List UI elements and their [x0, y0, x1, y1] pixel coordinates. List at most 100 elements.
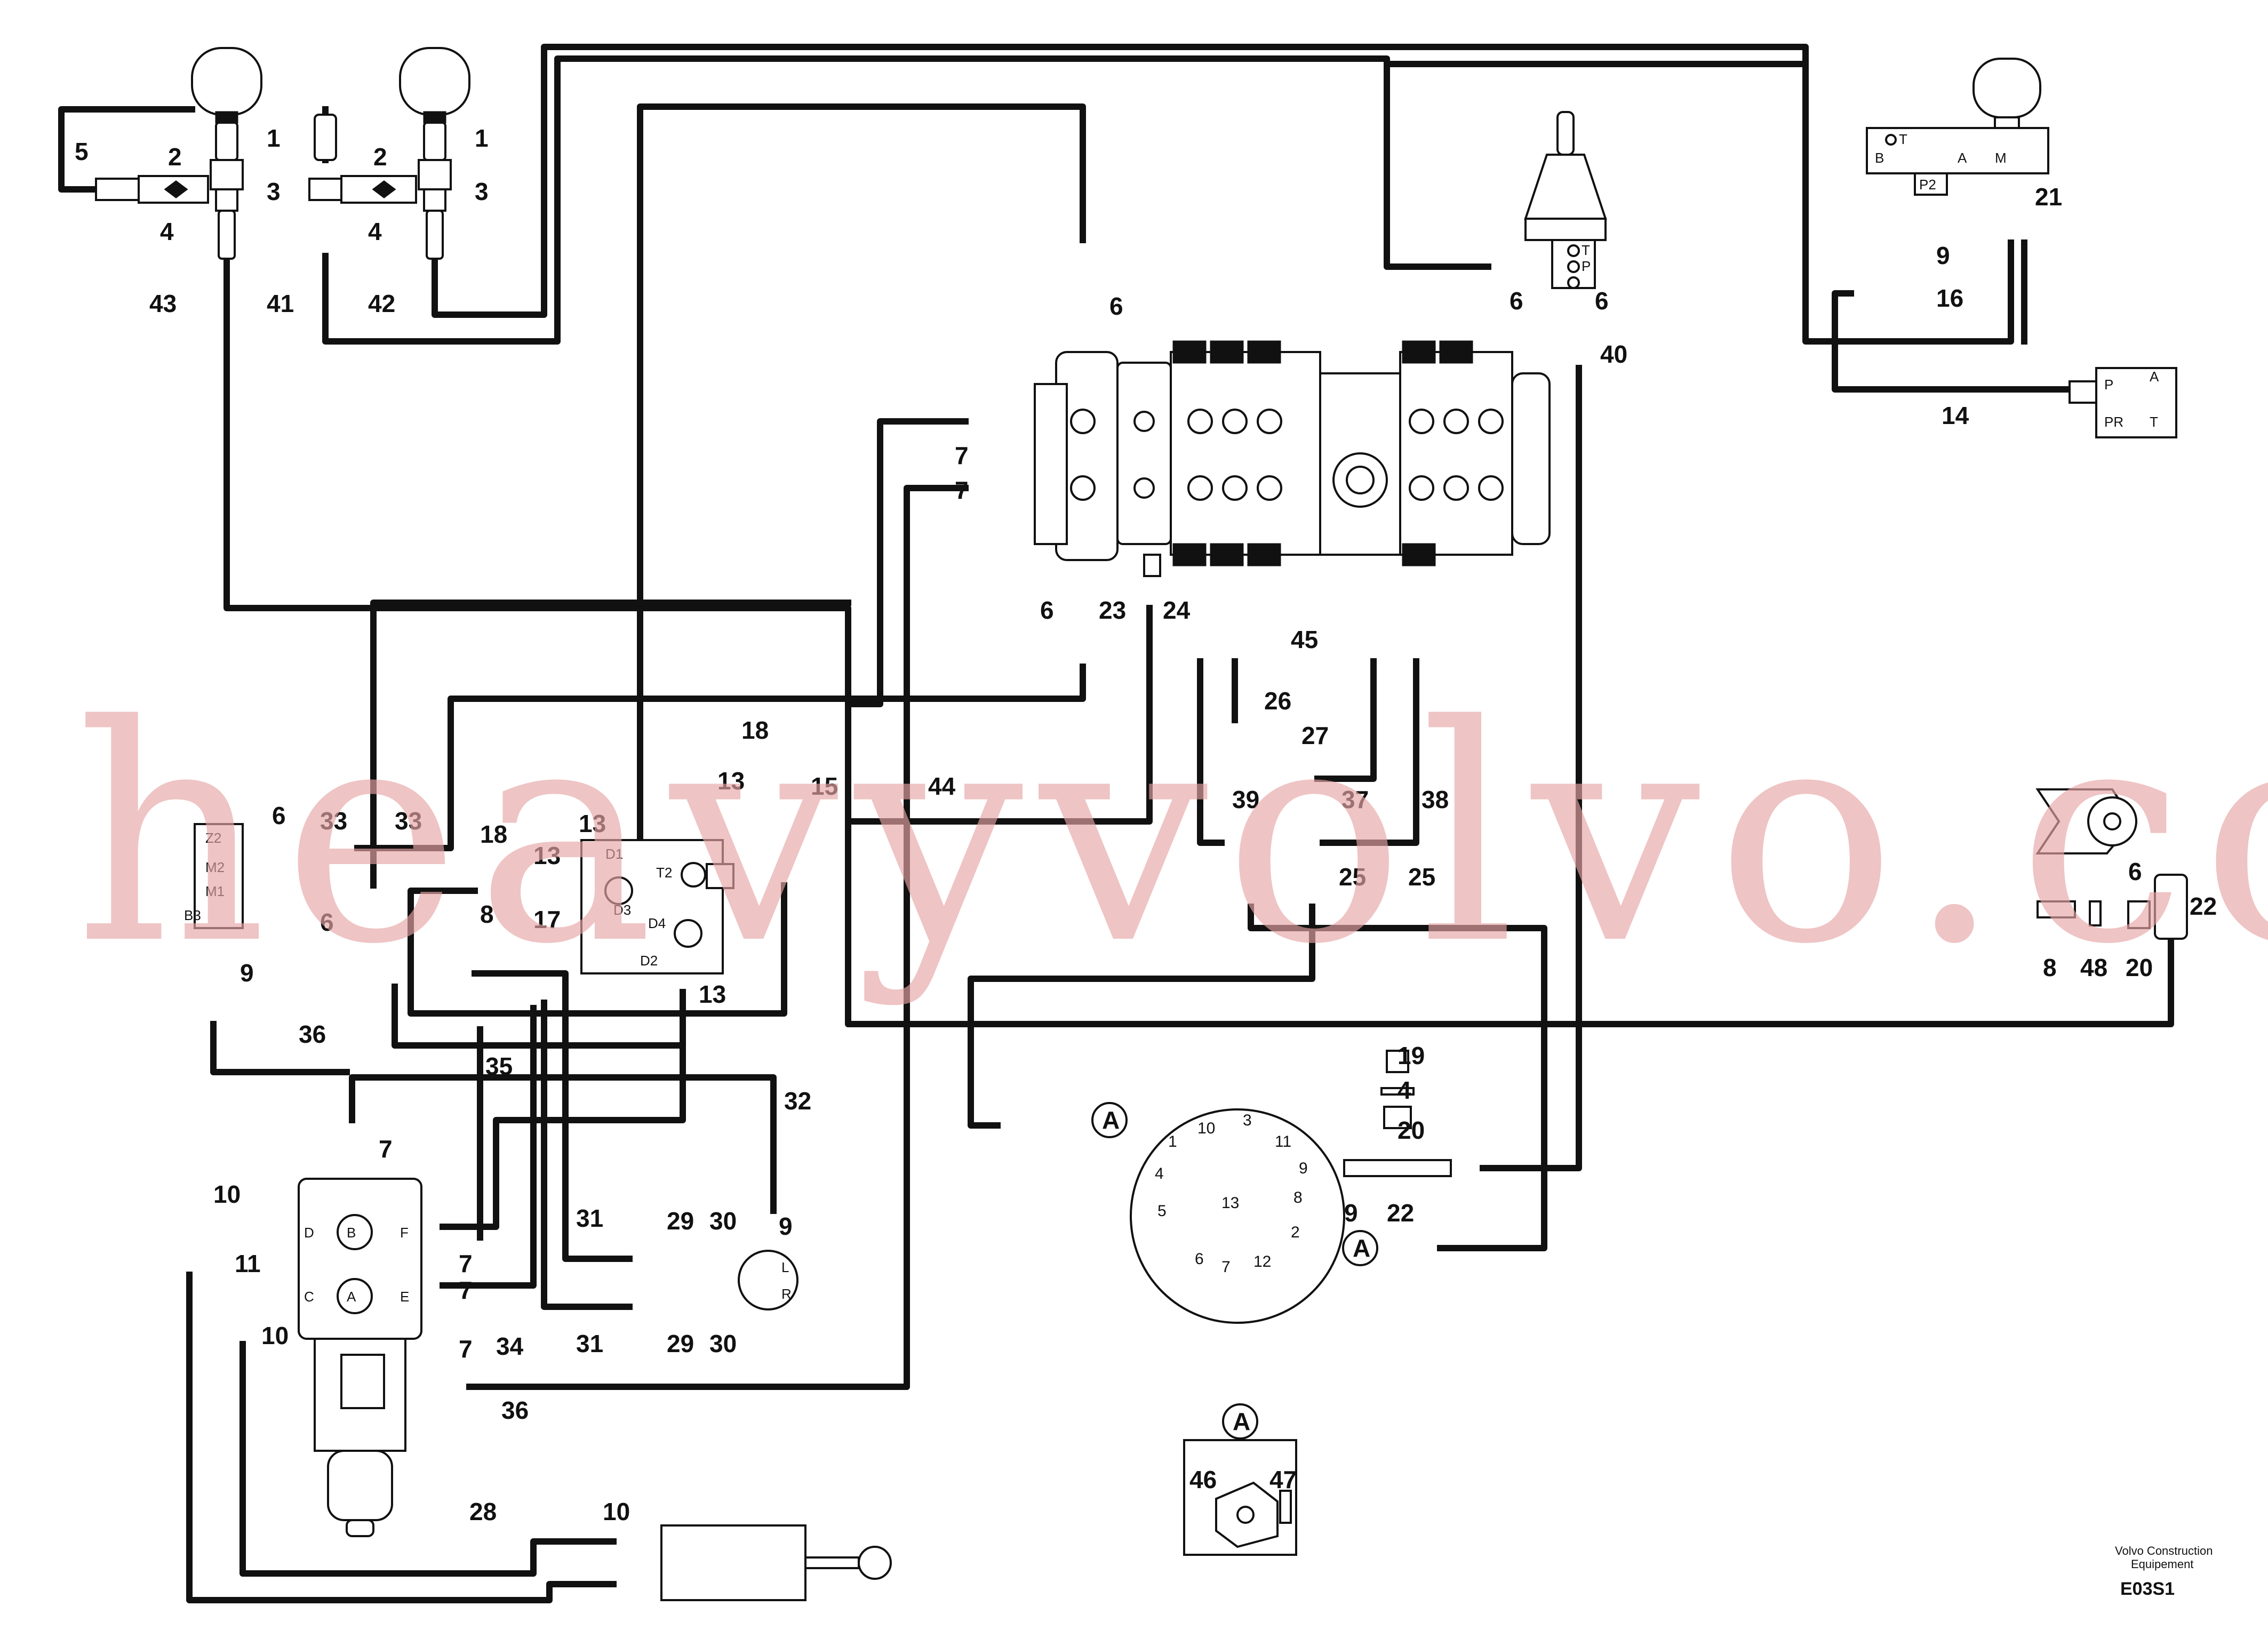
- port-pump-pr: PR: [2104, 414, 2123, 430]
- callout-33a: 33: [320, 807, 347, 835]
- rj-port-4: 4: [1155, 1165, 1164, 1182]
- callout-5: 5: [75, 138, 89, 165]
- rj-port-10: 10: [1197, 1120, 1215, 1137]
- callout-47: 47: [1269, 1466, 1297, 1493]
- callout-7b: 7: [955, 476, 969, 504]
- callout-3: 3: [267, 178, 281, 205]
- rj-port-7: 7: [1221, 1258, 1231, 1276]
- callout-2: 2: [168, 143, 182, 171]
- control-valve-bank: [1034, 340, 1551, 577]
- callout-38: 38: [1422, 786, 1449, 813]
- callouts: 1 2 3 4 5 1 2 3 4 43 41 42 6 7 7 6 23 24…: [75, 124, 2217, 1525]
- check-valve-left: [95, 175, 209, 204]
- rotary-joint: [1130, 1108, 1345, 1324]
- callout-21: 21: [2035, 183, 2062, 211]
- callout-29a: 29: [667, 1207, 694, 1235]
- port-f: F: [400, 1225, 409, 1241]
- port-brake-t: T: [1899, 131, 1907, 147]
- connection-point-a-bottom-label: A: [1353, 1234, 1370, 1262]
- connection-point-a-detail-label: A: [1233, 1408, 1250, 1435]
- callout-7a: 7: [955, 442, 969, 469]
- callout-44: 44: [928, 772, 956, 800]
- callout-7f: 7: [459, 1335, 473, 1363]
- callout-1: 1: [267, 124, 281, 152]
- travel-motor-connector: [2035, 788, 2137, 854]
- callout-6a: 6: [1109, 292, 1123, 320]
- rj-port-13: 13: [1221, 1194, 1239, 1212]
- callout-34: 34: [496, 1332, 524, 1360]
- callout-48: 48: [2080, 954, 2107, 981]
- callout-35: 35: [485, 1052, 513, 1080]
- callout-6f: 6: [320, 908, 334, 936]
- footer-brand-line1: Volvo Construction: [2115, 1544, 2213, 1557]
- port-d1: D1: [605, 846, 623, 862]
- callout-16: 16: [1936, 284, 1963, 312]
- pump-block: [2069, 367, 2177, 438]
- callout-9c: 9: [779, 1212, 793, 1240]
- port-b: B: [347, 1225, 356, 1241]
- callout-46: 46: [1189, 1466, 1217, 1493]
- port-brake-m: M: [1995, 150, 2007, 166]
- connection-point-a-top-label: A: [1102, 1106, 1120, 1134]
- callout-36b: 36: [501, 1396, 529, 1424]
- callout-6e: 6: [272, 802, 286, 829]
- connection-point-a-top: [1091, 1102, 1128, 1138]
- accumulator-left: [191, 47, 262, 260]
- callout-31a: 31: [576, 1204, 603, 1232]
- port-b3: B3: [184, 907, 201, 923]
- callout-20a: 20: [1397, 1116, 1425, 1144]
- port-a: A: [347, 1289, 356, 1305]
- port-rotary-l: L: [781, 1259, 789, 1275]
- port-m2: M2: [205, 859, 225, 875]
- callout-1b: 1: [475, 124, 489, 152]
- callout-6c: 6: [1510, 287, 1523, 315]
- pipe-network: [58, 44, 2174, 1603]
- callout-10b: 10: [261, 1322, 289, 1349]
- pilot-pressure-box: [194, 823, 244, 929]
- rj-port-9: 9: [1299, 1160, 1308, 1177]
- callout-7e: 7: [459, 1276, 473, 1304]
- callout-43: 43: [149, 290, 177, 317]
- rj-port-12: 12: [1253, 1253, 1271, 1271]
- callout-24: 24: [1163, 596, 1191, 624]
- pilot-joystick: [1524, 111, 1607, 289]
- port-rotary-r: R: [781, 1286, 792, 1302]
- callout-13b: 13: [579, 810, 606, 837]
- port-joystick-p: P: [1582, 258, 1591, 274]
- port-m1: M1: [205, 883, 225, 899]
- rj-port-5: 5: [1157, 1202, 1167, 1220]
- callout-41: 41: [267, 290, 294, 317]
- callout-6b: 6: [1040, 596, 1054, 624]
- callout-45: 45: [1291, 626, 1318, 653]
- callout-27: 27: [1301, 722, 1329, 749]
- callout-11: 11: [235, 1250, 261, 1277]
- check-valve-right: [308, 114, 417, 204]
- callout-29b: 29: [667, 1330, 694, 1357]
- valve-stack: [1343, 1050, 1452, 1177]
- rotary-joint-ports: 1 2 3 4 5 6 7 8 9 10 11 12 13: [1155, 1112, 1308, 1276]
- port-d: D: [304, 1225, 314, 1241]
- callout-7d: 7: [459, 1250, 473, 1277]
- callout-4b: 4: [368, 218, 382, 245]
- callout-7c: 7: [379, 1135, 393, 1163]
- rj-port-8: 8: [1293, 1189, 1303, 1206]
- footer: Volvo Construction Equipement E03S1: [2115, 1544, 2213, 1599]
- port-pump-a: A: [2150, 369, 2159, 385]
- callout-18a: 18: [741, 716, 769, 744]
- callout-2b: 2: [373, 143, 387, 171]
- connection-point-a-bottom: [1342, 1230, 1378, 1266]
- callout-25a: 25: [1339, 863, 1366, 891]
- main-spool-valve: [298, 1178, 422, 1537]
- rj-port-1: 1: [1168, 1133, 1177, 1150]
- callout-6g: 6: [2128, 858, 2142, 885]
- callout-13a: 13: [717, 767, 745, 795]
- callout-18b: 18: [480, 820, 507, 848]
- callout-23: 23: [1099, 596, 1126, 624]
- callout-13d: 13: [699, 980, 726, 1008]
- connection-point-a-detail: [1222, 1403, 1258, 1440]
- callout-6d: 6: [1595, 287, 1609, 315]
- port-d3: D3: [613, 902, 631, 918]
- callout-22b: 22: [2190, 892, 2217, 920]
- callout-4: 4: [160, 218, 174, 245]
- callout-30b: 30: [709, 1330, 737, 1357]
